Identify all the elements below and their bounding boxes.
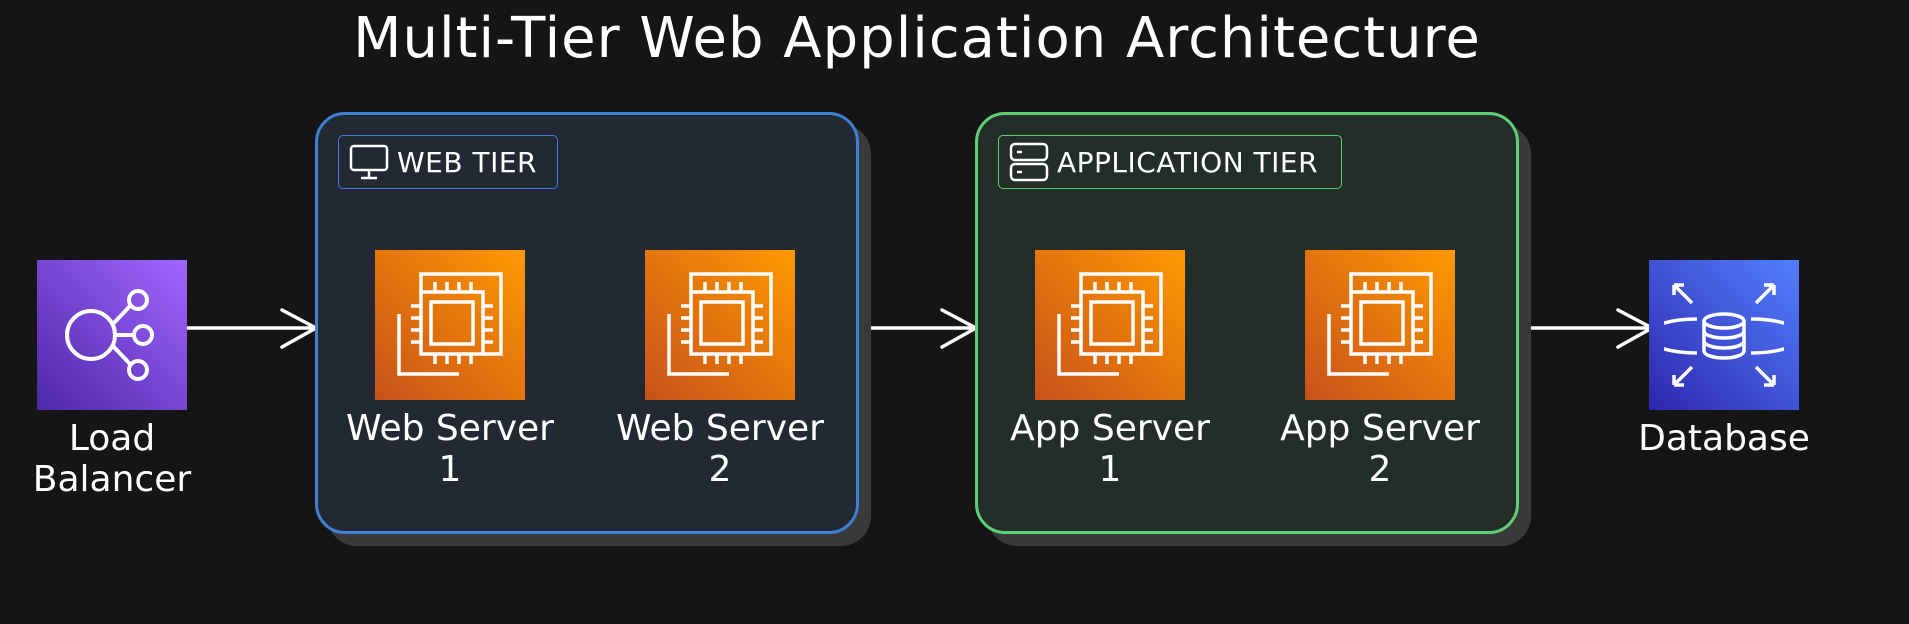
web-server-2-node: Web Server 2 [616, 250, 824, 490]
database-label: Database [1638, 418, 1810, 459]
arrow-app-to-db [1513, 308, 1654, 349]
ec2-instance-icon [375, 250, 525, 400]
web-tier-label: WEB TIER [397, 145, 537, 179]
web-server-2-label: Web Server 2 [616, 408, 824, 490]
application-tier-badge: APPLICATION TIER [998, 135, 1342, 189]
ec2-instance-icon [1305, 250, 1455, 400]
diagram-title: Multi-Tier Web Application Architecture [353, 6, 1481, 71]
load-balancer-label: Load Balancer [32, 418, 192, 500]
database-icon [1649, 260, 1799, 410]
server-icon [1009, 142, 1049, 182]
ec2-instance-icon [645, 250, 795, 400]
web-server-1-node: Web Server 1 [346, 250, 554, 490]
ec2-instance-icon [1035, 250, 1185, 400]
load-balancer-node: Load Balancer [33, 260, 191, 500]
web-server-1-label: Web Server 1 [346, 408, 554, 490]
load-balancer-icon [37, 260, 187, 410]
app-server-2-node: App Server 2 [1280, 250, 1480, 490]
app-server-2-label: App Server 2 [1280, 408, 1480, 490]
web-tier-badge: WEB TIER [338, 135, 558, 189]
app-server-1-node: App Server 1 [1010, 250, 1210, 490]
database-node: Database [1638, 260, 1810, 459]
app-server-1-label: App Server 1 [1010, 408, 1210, 490]
application-tier-label: APPLICATION TIER [1057, 145, 1319, 179]
monitor-icon [349, 144, 389, 180]
